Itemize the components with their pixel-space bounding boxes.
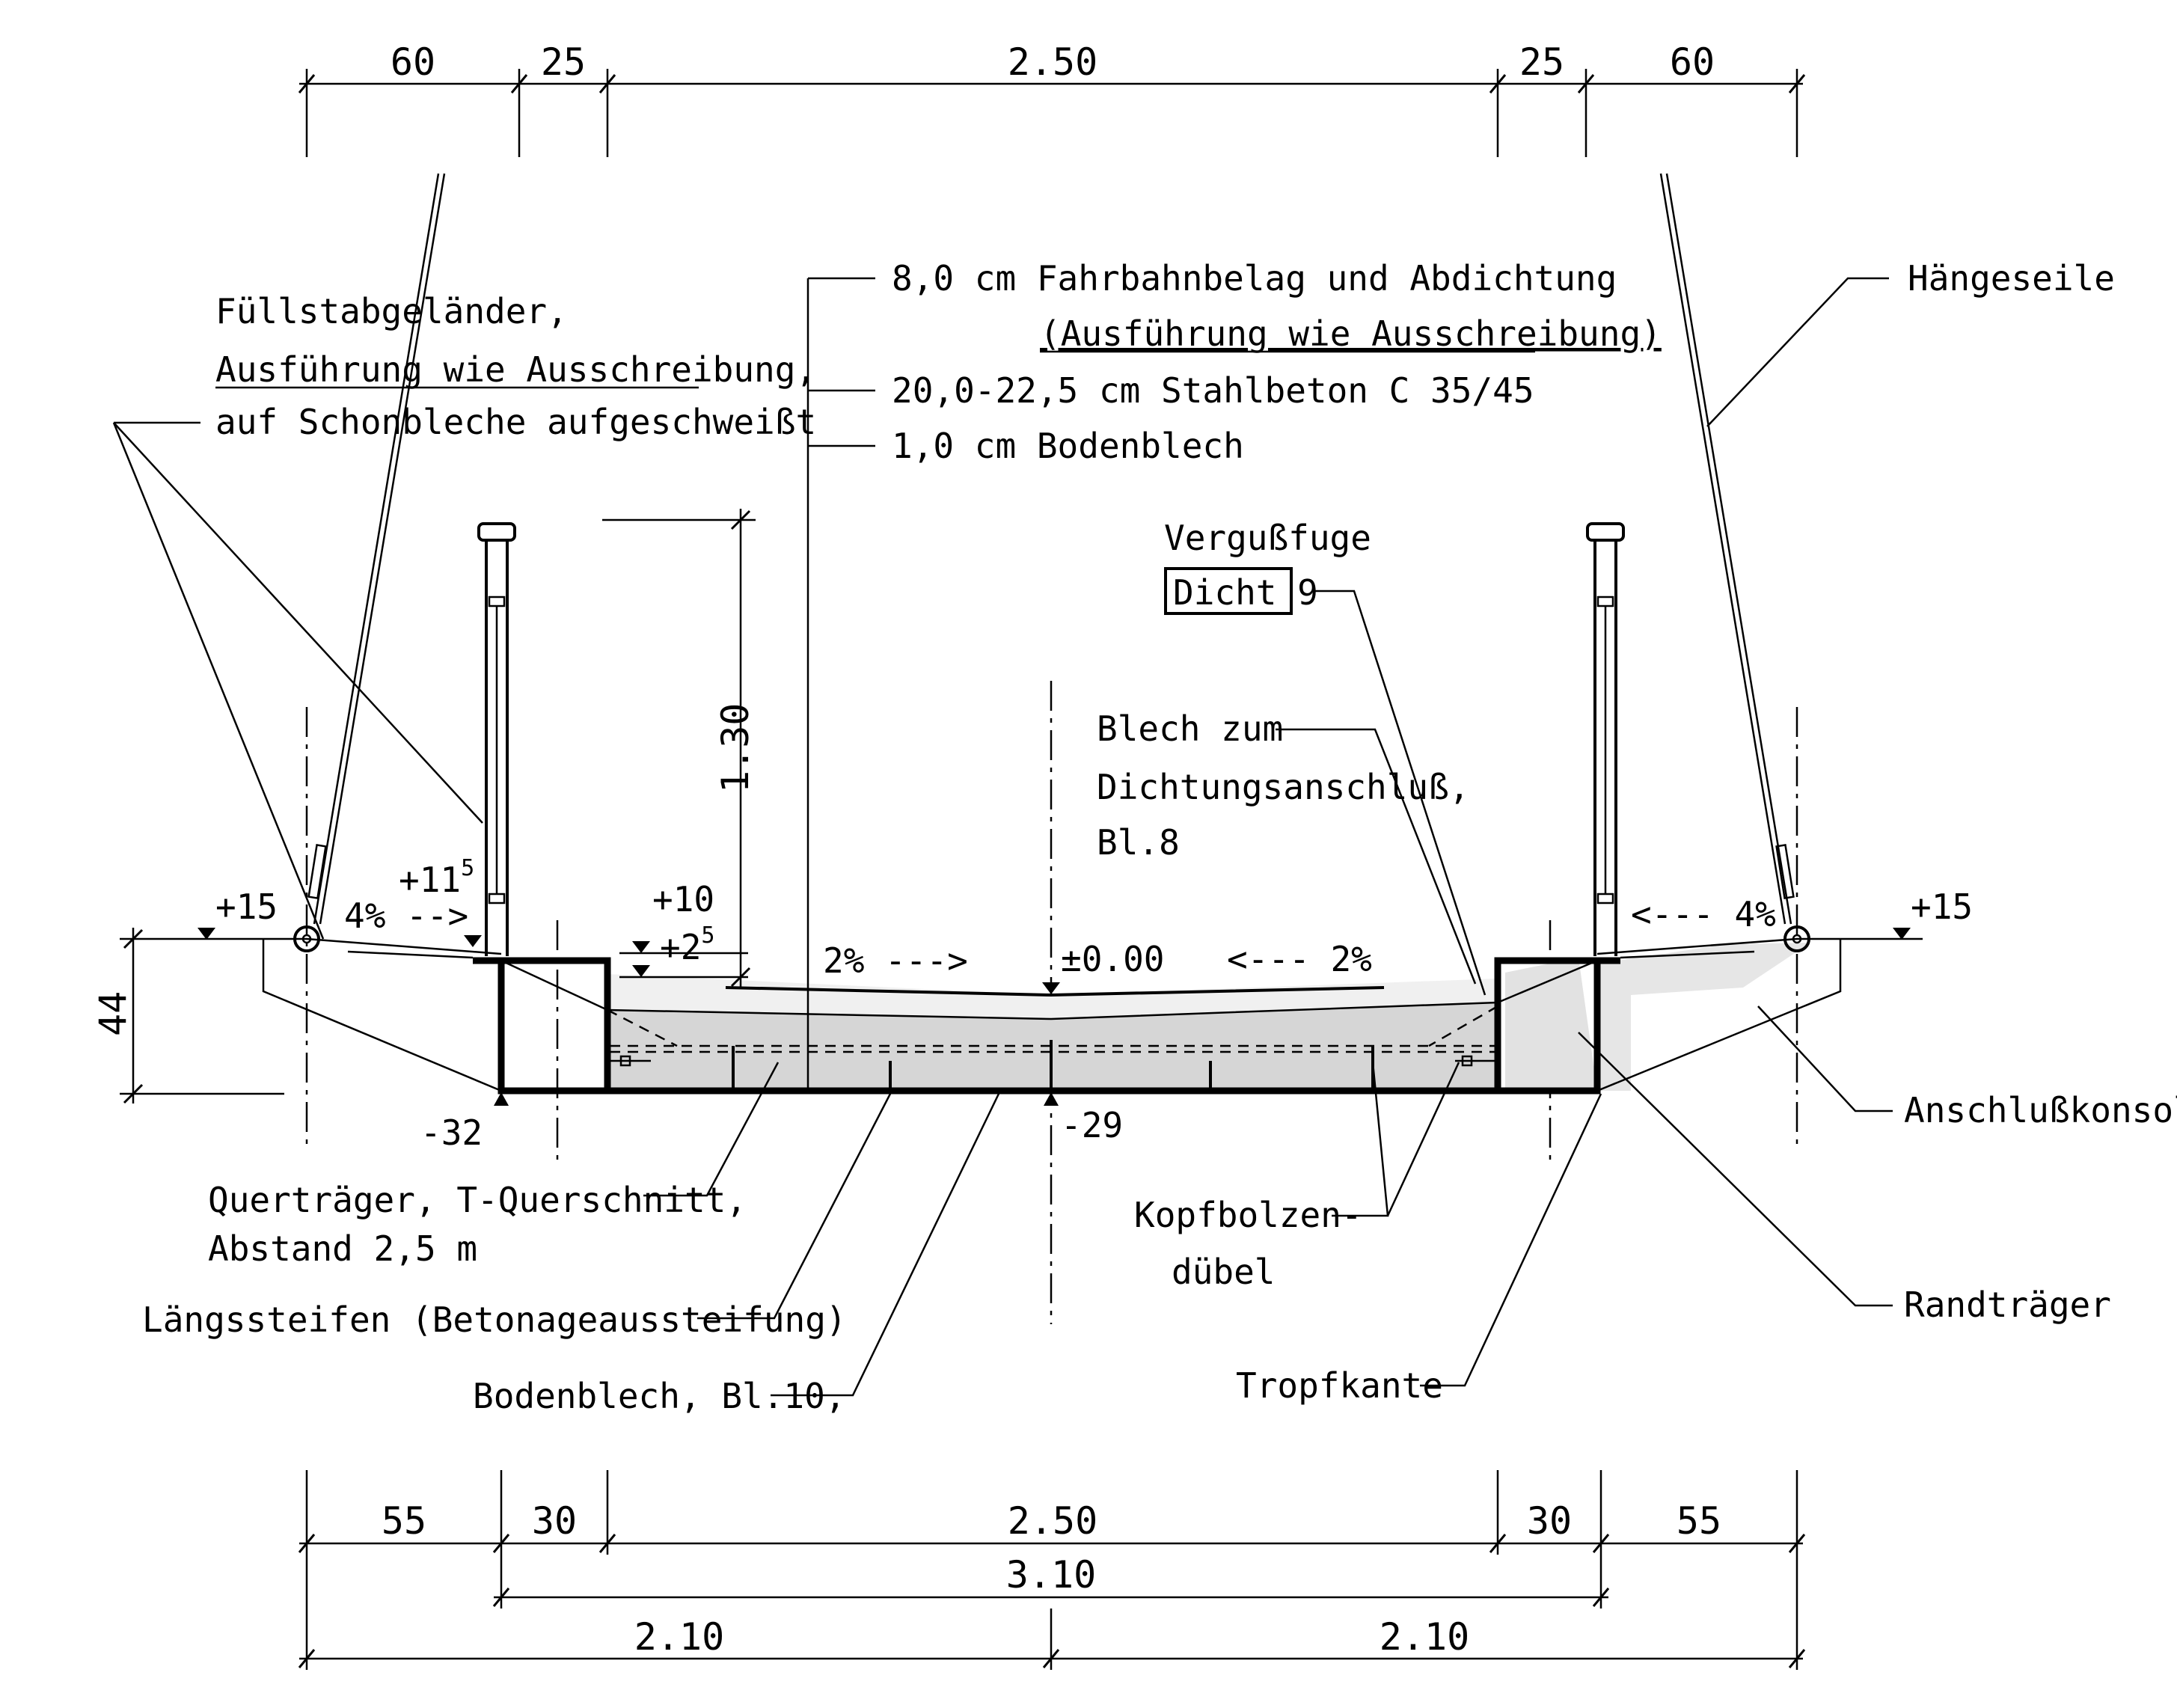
- layer-leader: [806, 277, 875, 1091]
- top-dim-5: 60: [1670, 40, 1715, 84]
- label-sheet-2: Dichtungsanschluß,: [1097, 767, 1470, 807]
- top-dim-3: 2.50: [1008, 40, 1097, 84]
- connection-brackets: [262, 925, 1842, 1092]
- bottom-dim-2: 30: [532, 1499, 577, 1543]
- label-crossbeam-2: Abstand 2,5 m: [208, 1228, 477, 1269]
- label-railing-3: auf Schonbleche aufgeschweißt: [215, 402, 816, 442]
- level-center-bottom: -29: [1061, 1105, 1123, 1145]
- bottom-dim-half-right: 2.10: [1380, 1615, 1469, 1659]
- label-drip: Tropfkante: [1236, 1365, 1443, 1406]
- vertical-dim-depth: [120, 928, 284, 1104]
- bottom-dim-5: 55: [1677, 1499, 1721, 1543]
- top-dim-4: 25: [1519, 40, 1564, 84]
- label-hanger: Hängeseile: [1908, 258, 2115, 299]
- railing-right: [1586, 522, 1625, 956]
- slope-right-inner: <--- 2%: [1227, 939, 1372, 979]
- bottom-dimension-chain: [298, 1470, 1806, 1670]
- label-bracket: Anschlußkonsole: [1904, 1090, 2177, 1130]
- level-inner-low: +25: [660, 922, 714, 967]
- bottom-dim-1: 55: [382, 1499, 426, 1543]
- level-right-edge: +15: [1911, 887, 1973, 927]
- label-sheet-1: Blech zum: [1097, 708, 1283, 749]
- reinforcement: [607, 1005, 1498, 1053]
- level-markers: [180, 928, 1923, 1106]
- level-left-bottom: -32: [420, 1112, 483, 1153]
- label-stiffener: Längssteifen (Betonageaussteifung): [142, 1300, 847, 1340]
- label-crossbeam-1: Querträger, T-Querschnitt,: [208, 1180, 747, 1220]
- slope-right-outer: <--- 4%: [1631, 894, 1776, 934]
- layer-concrete: 20,0-22,5 cm Stahlbeton C 35/45: [892, 370, 1534, 411]
- railing-left: [477, 522, 516, 956]
- layer-bottom-plate: 1,0 cm Bodenblech: [892, 426, 1244, 466]
- label-sheet-3: Bl.8: [1097, 822, 1180, 863]
- bottom-dim-total: 3.10: [1006, 1553, 1096, 1597]
- slope-left-inner: 2% --->: [823, 940, 968, 981]
- label-joint: Vergußfuge: [1164, 518, 1371, 558]
- layer-surfacing-note: (Ausführung wie Ausschreibung): [1040, 313, 1662, 354]
- level-center: ±0.00: [1061, 939, 1164, 979]
- label-studs-1: Kopfbolzen-: [1134, 1195, 1362, 1235]
- label-joint-type: Dicht 9: [1173, 572, 1318, 613]
- label-railing-2: Ausführung wie Ausschreibung,: [215, 349, 816, 390]
- label-studs-2: dübel: [1172, 1252, 1275, 1292]
- slope-left-outer: 4% -->: [344, 896, 468, 936]
- joint-box: [1164, 567, 1293, 615]
- hanger-cables: [307, 173, 1795, 925]
- level-left-edge: +15: [215, 887, 278, 927]
- top-dim-2: 25: [541, 40, 586, 84]
- top-dim-1: 60: [391, 40, 435, 84]
- bottom-dim-3: 2.50: [1008, 1499, 1097, 1543]
- level-left-curb: +115: [399, 855, 474, 900]
- vertical-dim-railing: [602, 509, 756, 988]
- depth-dim: 44: [91, 991, 135, 1036]
- railing-leaders: [112, 421, 483, 940]
- label-railing-1: Füllstabgeländer,: [215, 291, 568, 331]
- top-dimension-chain: 60 25 2.50 25 60: [298, 40, 1806, 157]
- label-edge-girder: Randträger: [1904, 1285, 2111, 1325]
- railing-height-dim: 1.30: [714, 703, 757, 793]
- level-inner-top: +10: [652, 879, 714, 919]
- bottom-dim-half-left: 2.10: [634, 1615, 724, 1659]
- bottom-dim-4: 30: [1527, 1499, 1572, 1543]
- asphalt-surfacing: [607, 974, 1498, 1019]
- layer-surfacing: 8,0 cm Fahrbahnbelag und Abdichtung: [892, 258, 1617, 299]
